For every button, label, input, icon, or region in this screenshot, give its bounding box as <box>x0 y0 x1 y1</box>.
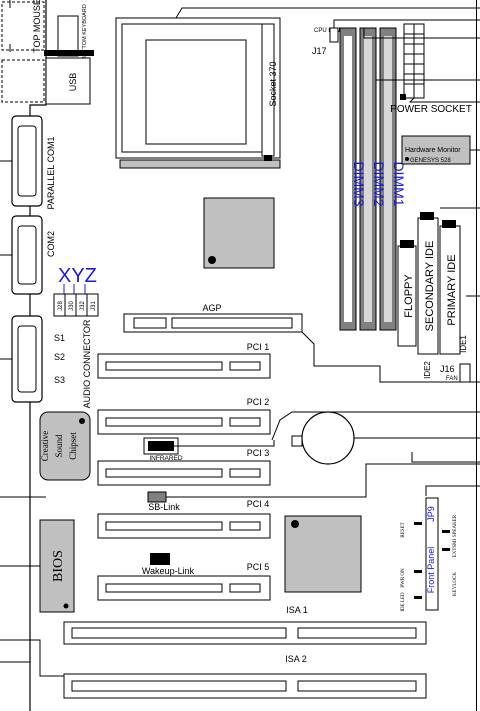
hardware-monitor-chip: Hardware Monitor GENESYS 528 <box>401 135 471 165</box>
pci-slot-1: PCI 1 <box>97 342 271 379</box>
jp9-label: JP9 <box>426 506 436 522</box>
bios-label: BIOS <box>51 550 66 582</box>
ide1-label: IDE1 <box>459 335 468 353</box>
wakeup-link-label: Wakeup-Link <box>142 566 195 576</box>
isa2-label: ISA 2 <box>285 654 307 664</box>
bottom-keyboard-label: BOTTOM KEYBOARD <box>82 4 88 60</box>
dimm1-label: DIMM1 <box>391 161 407 206</box>
hw-monitor-label: Hardware Monitor <box>405 147 461 154</box>
dimm-slots: DIMM3 DIMM2 DIMM1 <box>339 27 407 331</box>
sb-link-label: SB-Link <box>148 502 180 512</box>
socket-370-label: Socket 370 <box>268 61 278 106</box>
pci-slot-4: PCI 4 <box>97 499 271 539</box>
agp-label: AGP <box>202 303 221 313</box>
ide2-label: IDE2 <box>423 361 432 379</box>
xyz-label: XYZ <box>58 265 97 287</box>
s3-label: S3 <box>54 375 65 385</box>
cpu-fan-header: CPU FAN J17 <box>312 27 340 56</box>
wakeup-link-header: Wakeup-Link <box>142 553 195 576</box>
pci5-label: PCI 5 <box>247 562 270 572</box>
secondary-ide-connector: SECONDARY IDE IDE2 <box>417 212 439 379</box>
chipset-label: Chipset <box>68 432 78 460</box>
northbridge-chip <box>203 197 275 269</box>
j16-fan-header: J16 FAN <box>440 363 471 383</box>
agp-slot: AGP <box>123 303 303 333</box>
xyz-jumpers: XYZ J28 J30 J32 J31 <box>53 265 99 317</box>
s2-label: S2 <box>54 352 65 362</box>
j17-label: J17 <box>312 46 327 56</box>
usb-port: USB <box>1 57 91 105</box>
speaker-label: SPEAKER <box>453 514 458 537</box>
pci3-label: PCI 3 <box>247 448 270 458</box>
parallel-com1-label: PARALLEL COM1 <box>46 136 56 209</box>
extsmi-label: EXTSMI <box>453 538 458 557</box>
pci4-label: PCI 4 <box>247 499 270 509</box>
jumper-j31: J31 <box>91 301 97 311</box>
isa-slot-2: ISA 2 <box>63 654 427 699</box>
reset-label: RESET <box>401 522 406 537</box>
usb-label: USB <box>68 73 78 92</box>
pci-slot-2: PCI 2 <box>97 397 271 435</box>
isa-slot-1: ISA 1 <box>63 605 427 645</box>
dimm2-label: DIMM2 <box>371 161 387 206</box>
s1-label: S1 <box>54 333 65 343</box>
keylock-label: KEYLOCK <box>453 572 458 596</box>
sb-link-header: SB-Link <box>147 491 180 512</box>
ide-led-label: IDE LED <box>401 592 406 612</box>
sound-label: Sound <box>54 434 64 458</box>
cpu-socket-370: Socket 370 <box>115 17 281 169</box>
pci-slot-5: PCI 5 <box>97 562 271 601</box>
com2-label: COM2 <box>46 231 56 257</box>
primary-ide-connector: PRIMARY IDE IDE1 <box>439 220 468 355</box>
pci-slot-3: PCI 3 <box>97 448 271 486</box>
board-right-edge <box>476 0 477 711</box>
dimm3-label: DIMM3 <box>351 161 367 206</box>
secondary-ide-label: SECONDARY IDE <box>424 241 436 332</box>
jumper-j30: J30 <box>69 301 75 311</box>
j16-label: J16 <box>440 364 455 374</box>
infrared-label: INFRARED <box>149 455 183 462</box>
cpu-fan-label: CPU FAN <box>314 28 340 34</box>
front-panel-header: Front Panel JP9 RESET SPEAKER EXTSMI PWR… <box>401 497 458 612</box>
primary-ide-label: PRIMARY IDE <box>446 254 458 325</box>
infrared-header: INFRARED <box>143 437 183 462</box>
pci2-label: PCI 2 <box>247 397 270 407</box>
jumper-j32: J32 <box>80 301 86 311</box>
front-panel-label: Front Panel <box>426 547 436 594</box>
floppy-connector: FLOPPY <box>397 240 417 347</box>
pwr-on-label: PWR ON <box>401 568 406 588</box>
callout-lines <box>0 7 480 677</box>
genesys-label: GENESYS 528 <box>410 158 451 164</box>
isa1-label: ISA 1 <box>286 605 308 615</box>
creative-label: Creative <box>40 431 50 462</box>
pci1-label: PCI 1 <box>247 342 270 352</box>
com2-port: COM2 <box>0 215 56 295</box>
audio-ports: S1 S2 S3 AUDIO CONNECTOR <box>0 315 92 408</box>
fan-label: FAN <box>446 376 458 382</box>
floppy-label: FLOPPY <box>403 274 415 318</box>
jumper-j28: J28 <box>58 301 64 311</box>
southbridge-chip <box>284 515 362 593</box>
power-socket-label: POWER SOCKET <box>390 104 472 115</box>
parallel-com1-port: PARALLEL COM1 <box>0 115 56 210</box>
bios-chip: BIOS <box>39 519 75 613</box>
audio-connector-label: AUDIO CONNECTOR <box>82 319 92 408</box>
creative-sound-chipset: Creative Sound Chipset <box>39 411 91 481</box>
cmos-battery <box>291 411 355 465</box>
top-mouse-label: TOP MOUSE <box>32 0 42 53</box>
ps2-ports: TOP MOUSE BOTTOM KEYBOARD <box>1 0 94 60</box>
